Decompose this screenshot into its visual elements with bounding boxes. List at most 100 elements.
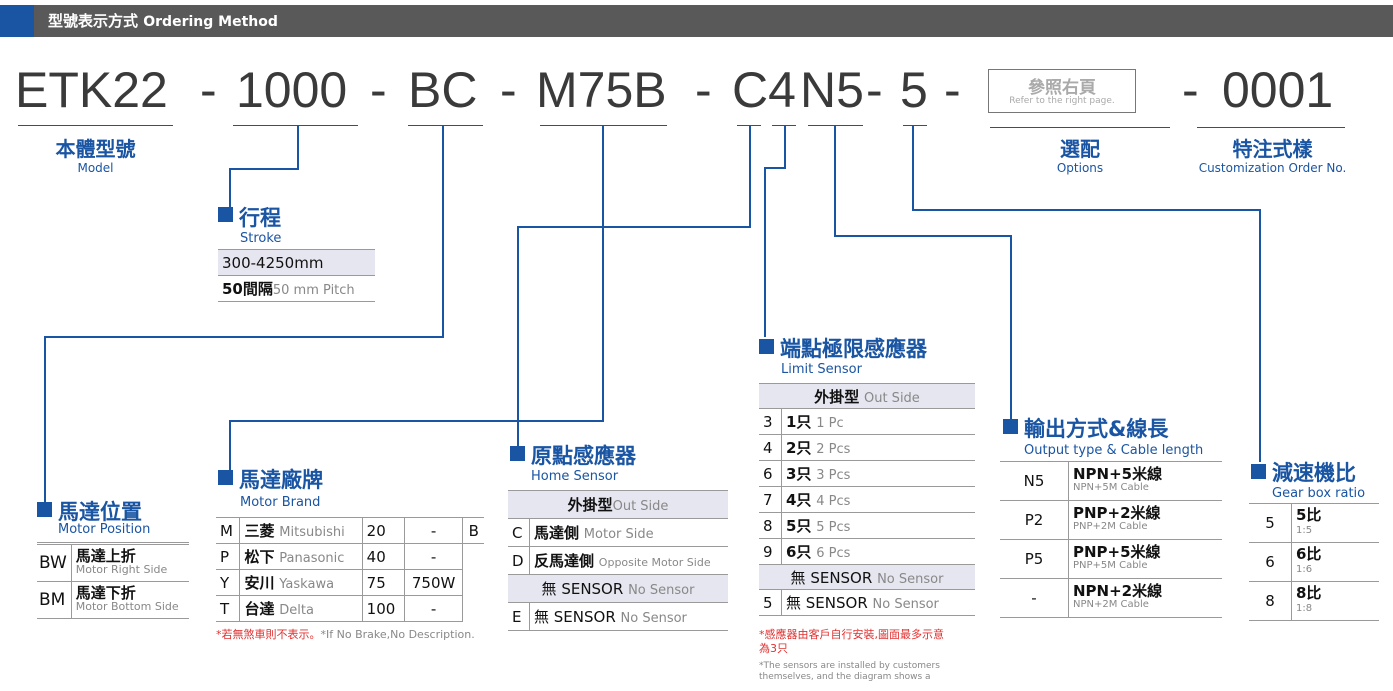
home-sensor-none-head-row: 無 SENSOR No Sensor	[508, 574, 728, 603]
gear-row: 6 6比 1:6	[1249, 542, 1379, 582]
home-sensor-en: Opposite Motor Side	[598, 556, 711, 569]
motor-brand-size: 100	[361, 595, 405, 622]
limit-sensor-en: 5 Pcs	[816, 520, 851, 535]
options-box-en: Refer to the right page.	[1009, 96, 1115, 106]
output-code: P5	[1000, 539, 1069, 579]
wire-position-h	[44, 336, 444, 338]
output-table: N5 NPN+5米線 NPN+5M Cable P2 PNP+2米線 PNP+2…	[1000, 461, 1222, 618]
wire-motor-v1	[602, 125, 604, 422]
header-title-cn: 型號表示方式	[48, 12, 139, 30]
wire-stroke-v1	[297, 125, 299, 170]
output-desc: NPN+2米線 NPN+2M Cable	[1068, 578, 1222, 618]
wire-stroke-v2	[229, 168, 231, 210]
custom-label-en: Customization Order No.	[1198, 161, 1347, 175]
home-sensor-none-head-en: No Sensor	[628, 583, 695, 598]
underline-position	[408, 125, 483, 126]
code-model: ETK22	[15, 62, 168, 118]
output-cn: PNP+5米線	[1073, 543, 1161, 561]
limit-sensor-table: 外掛型 Out Side 3 1只 1 Pc 4 2只 2 Pcs 6 3只 3…	[759, 383, 975, 616]
model-label-cn: 本體型號	[55, 137, 136, 161]
gear-title-cn: 減速機比	[1272, 461, 1356, 485]
stroke-table: 300-4250mm 50間隔50 mm Pitch	[218, 249, 375, 302]
limit-sensor-cn: 2只	[786, 439, 812, 457]
gear-marker	[1251, 464, 1266, 479]
limit-sensor-desc: 3只 3 Pcs	[781, 460, 975, 487]
motor-brand-row: M 三菱 Mitsubishi 20 - B	[216, 517, 484, 544]
gear-table: 5 5比 1:5 6 6比 1:6 8 8比 1:8	[1249, 503, 1379, 621]
limit-sensor-none-code: 5	[759, 589, 782, 616]
home-sensor-head-en: Out Side	[612, 499, 669, 514]
motor-position-cn: 馬達下折	[75, 584, 136, 602]
limit-sensor-none-head-cn: 無 SENSOR	[790, 568, 873, 587]
limit-sensor-marker	[759, 339, 774, 354]
limit-sensor-code: 3	[759, 408, 782, 435]
motor-brand-code: Y	[216, 569, 241, 596]
motor-brand-name: 松下 Panasonic	[239, 543, 363, 570]
output-en: NPN+5M Cable	[1073, 482, 1149, 493]
motor-position-en: Motor Bottom Side	[75, 600, 179, 613]
motor-brand-empty	[463, 570, 484, 596]
home-sensor-head-row: 外掛型Out Side	[508, 490, 728, 519]
motor-position-desc: 馬達上折 Motor Right Side	[70, 544, 189, 582]
motor-brand-note-en: *If No Brake,No Description.	[320, 628, 475, 641]
limit-sensor-note-cn: *感應器由客戶自行安裝,圖面最多示意 為3只	[759, 628, 944, 656]
gear-desc: 5比 1:5	[1291, 503, 1379, 543]
limit-sensor-note-en-2: themselves, and the diagram shows a	[759, 672, 931, 682]
output-en: PNP+5M Cable	[1073, 560, 1148, 571]
limit-sensor-none-head-en: No Sensor	[877, 571, 944, 587]
motor-brand-cn: 台達	[244, 600, 275, 618]
motor-brand-empty	[463, 544, 484, 570]
motor-brand-watt: 750W	[403, 569, 464, 596]
motor-brand-code: P	[216, 543, 241, 570]
wire-ratio-v2	[1259, 209, 1261, 462]
code-motor: M75B	[536, 62, 667, 118]
limit-sensor-en: 4 Pcs	[816, 494, 851, 509]
home-sensor-head-cn: 外掛型	[567, 496, 613, 514]
output-code: -	[1000, 578, 1069, 618]
limit-sensor-row: 7 4只 4 Pcs	[759, 486, 975, 513]
limit-sensor-note-cn-2: 為3只	[759, 642, 788, 655]
underline-options	[990, 127, 1170, 128]
home-sensor-title-cn: 原點感應器	[531, 444, 636, 468]
home-sensor-code: D	[508, 546, 530, 575]
limit-sensor-row: 6 3只 3 Pcs	[759, 460, 975, 487]
limit-sensor-title-en: Limit Sensor	[781, 362, 862, 377]
gear-cn: 8比	[1296, 584, 1322, 602]
motor-brand-code: M	[216, 517, 241, 544]
motor-brand-code: T	[216, 595, 241, 622]
motor-position-title-cn: 馬達位置	[58, 500, 142, 524]
gear-cn: 6比	[1296, 545, 1322, 563]
limit-sensor-desc: 4只 4 Pcs	[781, 486, 975, 513]
gear-en: 1:6	[1296, 564, 1313, 575]
wire-limit-h	[764, 167, 786, 169]
limit-sensor-code: 7	[759, 486, 782, 513]
limit-sensor-desc: 2只 2 Pcs	[781, 434, 975, 461]
motor-brand-en: Yaskawa	[279, 577, 335, 592]
output-code: P2	[1000, 500, 1069, 540]
limit-sensor-note-en-1: *The sensors are installed by customers	[759, 661, 940, 671]
options-box-cn: 參照右頁	[1028, 78, 1096, 98]
motor-brand-cn: 安川	[244, 574, 275, 592]
gear-en: 1:8	[1296, 603, 1313, 614]
code-dash-2: -	[370, 62, 387, 118]
options-label-cn: 選配	[1060, 137, 1100, 161]
motor-position-desc: 馬達下折 Motor Bottom Side	[70, 581, 189, 619]
motor-brand-empty	[463, 596, 484, 622]
limit-sensor-cn: 3只	[786, 465, 812, 483]
limit-sensor-none-cn: 無 SENSOR	[786, 594, 868, 612]
home-sensor-head: 外掛型Out Side	[508, 490, 728, 519]
code-home-limit: C4	[732, 62, 796, 118]
motor-position-marker	[37, 502, 52, 517]
limit-sensor-desc: 6只 6 Pcs	[781, 538, 975, 565]
motor-brand-en: Panasonic	[279, 551, 345, 566]
gear-code: 6	[1249, 542, 1292, 582]
underline-stroke	[233, 125, 358, 126]
output-cn: NPN+2米線	[1073, 582, 1163, 600]
home-sensor-cn: 馬達側	[534, 524, 580, 542]
header-title: 型號表示方式 Ordering Method	[48, 10, 278, 31]
motor-brand-brake: B	[462, 517, 484, 544]
limit-sensor-code: 8	[759, 512, 782, 539]
wire-ratio-v1	[912, 125, 914, 211]
wire-output-h	[834, 235, 1012, 237]
motor-brand-cn: 三菱	[244, 522, 275, 540]
